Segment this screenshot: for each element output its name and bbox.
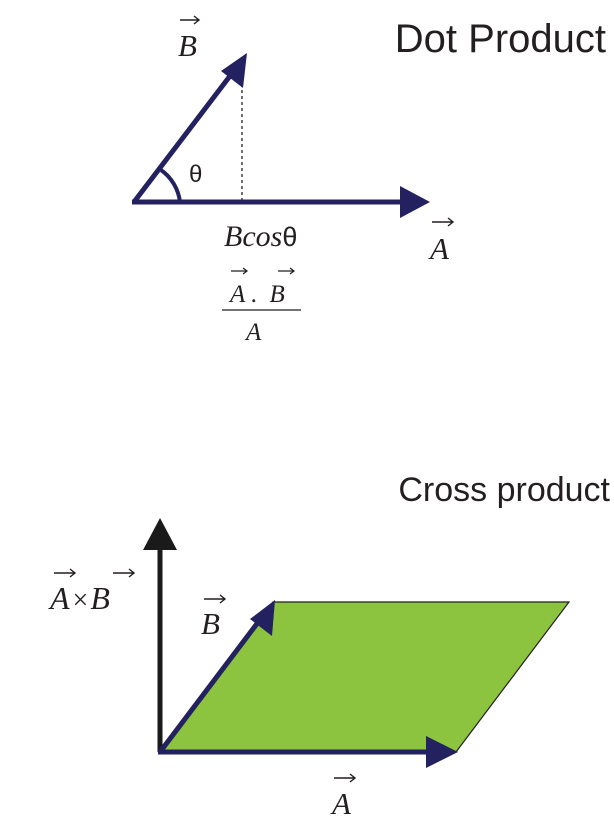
vector-arrow-icon: [113, 568, 136, 578]
numerator-dot: .: [251, 281, 257, 308]
vector-b-arrowhead: [221, 53, 247, 88]
vector-b-shaft: [132, 70, 235, 204]
vector-a-arrowhead: [400, 186, 430, 218]
cross-product-title: Cross product: [398, 471, 610, 509]
dot-product-title: Dot Product: [395, 17, 606, 61]
projection-theta: θ: [282, 222, 297, 252]
vector-a-arrowhead: [426, 736, 458, 768]
label-b-text: B: [201, 606, 220, 641]
label-a-text: A: [428, 231, 450, 266]
cross-result-op: ×: [73, 585, 89, 616]
projection-label: Bcosθ: [224, 220, 297, 253]
theta-label: θ: [189, 161, 202, 188]
label-a-text: A: [330, 786, 352, 821]
vector-arrow-icon: [180, 15, 201, 25]
label-vector-b: B: [201, 594, 227, 641]
projection-prefix: Bcos: [224, 220, 282, 253]
theta-arc: [159, 168, 182, 203]
label-vector-a: A: [330, 773, 357, 821]
label-vector-b: B: [178, 15, 201, 63]
vector-b-arrowhead: [250, 600, 275, 636]
cross-result-text: A×B: [48, 580, 110, 616]
label-cross-result: A×B: [48, 568, 136, 616]
cross-product-diagram: Cross product A×B B A: [48, 471, 611, 821]
label-vector-a: A: [428, 217, 455, 266]
vector-arrow-icon: [231, 267, 248, 275]
vector-axb-arrowhead: [143, 518, 177, 550]
label-b-text: B: [178, 28, 197, 63]
cross-result-a: A: [48, 580, 70, 616]
cross-result-b: B: [90, 580, 110, 616]
dot-product-diagram: Dot Product θ B A Bcosθ: [132, 15, 606, 346]
numerator-b: B: [270, 281, 285, 308]
vector-arrow-icon: [204, 594, 227, 604]
parallelogram-area: [158, 601, 571, 753]
formula-numerator: A. B: [228, 281, 285, 308]
numerator-a: A: [228, 281, 246, 308]
projection-formula: A. B A: [222, 267, 301, 346]
vector-arrow-icon: [54, 568, 77, 578]
vector-arrow-icon: [432, 217, 455, 227]
vector-arrow-icon: [334, 773, 357, 783]
formula-denominator: A: [244, 319, 262, 346]
vector-b-shaft: [158, 615, 264, 754]
vector-arrow-icon: [278, 267, 295, 275]
